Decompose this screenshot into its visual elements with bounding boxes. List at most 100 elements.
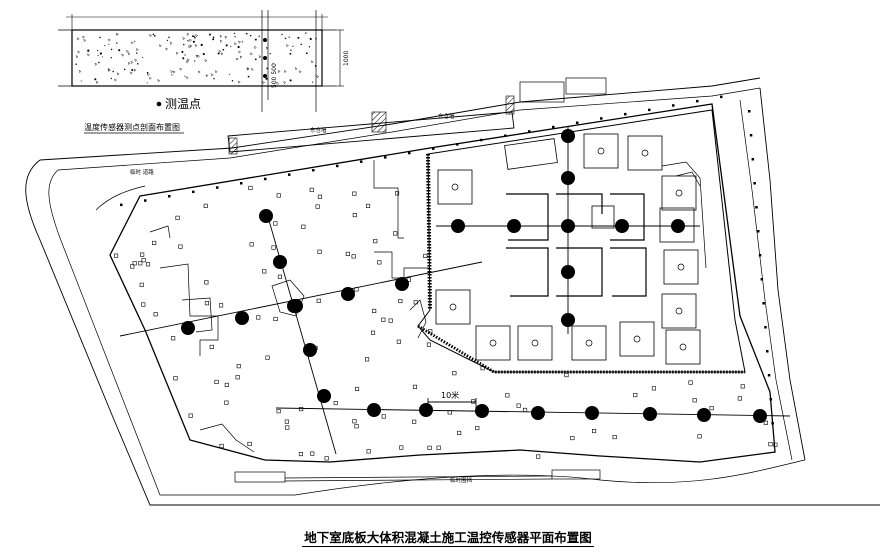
boundary-mark (755, 206, 758, 209)
column-mark (763, 420, 768, 425)
column-mark (381, 414, 386, 419)
sensor-point (317, 389, 331, 403)
sensor-point (367, 403, 381, 417)
speckle-chip (276, 81, 279, 85)
speckle-dot (137, 63, 139, 65)
column-mark (140, 252, 145, 257)
column-mark (522, 407, 528, 413)
speckle-dot (184, 54, 186, 56)
column-mark (271, 245, 276, 250)
boundary-mark (216, 186, 219, 189)
speckle-dot (99, 52, 102, 55)
speckle-chip (87, 53, 90, 57)
column-mark (352, 213, 357, 218)
boundary-mark (672, 104, 675, 107)
speckle-chip (214, 70, 218, 74)
column-mark (277, 274, 283, 279)
speckle-chip (298, 70, 302, 74)
speckle-chip (175, 51, 179, 55)
column-mark (475, 425, 480, 431)
speckle-dot (284, 37, 287, 40)
sensor-point (235, 311, 249, 325)
speckle-dot (142, 56, 144, 58)
speckle-chip (165, 47, 169, 51)
speckle-dot (184, 75, 186, 77)
legend-dot-icon (156, 101, 162, 107)
drawing-title: 地下室底板大体积混凝土施工温控传感器平面布置图 (0, 527, 896, 547)
boundary-mark (648, 108, 651, 112)
speckle-chip (238, 40, 241, 44)
column-mark (373, 239, 378, 244)
speckle-dot (202, 53, 205, 56)
column-mark (324, 456, 329, 461)
speckle-dot (194, 36, 196, 39)
speckle-chip (134, 58, 138, 62)
column-mark (564, 372, 569, 378)
boundary-mark (432, 147, 435, 150)
speckle-chip (204, 59, 208, 63)
column-pad-pile (675, 189, 683, 197)
sensor-point (419, 403, 433, 417)
sensor-point (289, 299, 303, 313)
boundary-mark (760, 278, 764, 281)
speckle-chip (219, 34, 223, 38)
speckle-dot (237, 45, 240, 49)
speckle-chip (187, 58, 190, 62)
column-mark (317, 194, 323, 199)
column-pad (661, 293, 697, 329)
speckle-dot (315, 37, 317, 40)
speckle-dot (194, 60, 196, 62)
wall-label-left: 东仓墙 (310, 126, 327, 134)
column-mark (426, 342, 432, 347)
speckle-chip (246, 67, 250, 71)
column-mark (153, 312, 158, 317)
speckle-chip (147, 73, 150, 77)
speckle-chip (224, 35, 228, 39)
column-mark (139, 282, 144, 287)
speckle-dot (245, 33, 248, 35)
column-pad-pile (633, 335, 641, 343)
column-mark (516, 403, 521, 408)
column-mark (178, 244, 183, 249)
column-mark (301, 224, 306, 229)
speckle-dot (234, 36, 236, 38)
column-pad-pile (451, 183, 459, 191)
speckle-chip (149, 76, 152, 80)
boundary-mark (749, 134, 753, 137)
speckle-dot (288, 36, 290, 38)
boundary-mark (312, 169, 315, 172)
column-pad-square (475, 325, 511, 361)
column-mark (372, 308, 377, 314)
column-pad (619, 321, 655, 357)
column-mark (141, 302, 146, 307)
column-mark (235, 375, 240, 380)
boundary-mark (766, 350, 769, 353)
boundary-mark (753, 182, 756, 185)
speckle-dot (136, 52, 138, 54)
column-mark (413, 300, 418, 305)
column-mark (352, 191, 357, 196)
speckle-chip (283, 81, 287, 85)
boundary-mark (757, 230, 760, 233)
speckle-chip (237, 80, 241, 84)
column-mark (633, 392, 638, 398)
speckle-chip (197, 70, 201, 74)
speckle-chip (234, 42, 237, 46)
speckle-dot (292, 45, 294, 47)
speckle-chip (186, 76, 189, 80)
column-mark (171, 336, 176, 341)
sensor-point (561, 219, 575, 233)
speckle-chip (149, 34, 152, 38)
speckle-dot (290, 49, 292, 51)
column-mark (697, 434, 702, 439)
section-caption: 温度传感器测点剖面布置图 (84, 122, 180, 132)
column-mark (209, 344, 214, 350)
speckle-chip (172, 70, 176, 74)
speckle-chip (116, 72, 120, 76)
speckle-dot (154, 35, 156, 37)
speckle-chip (283, 70, 287, 74)
speckle-chip (316, 75, 320, 79)
column-mark (398, 298, 403, 304)
boundary-mark (504, 134, 507, 137)
